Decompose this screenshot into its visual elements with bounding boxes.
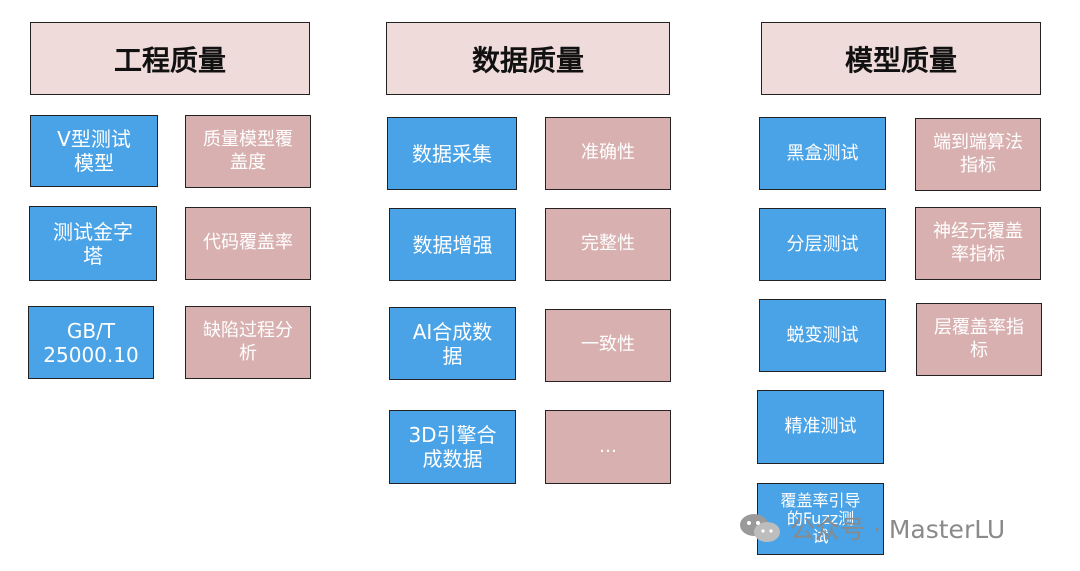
node-label: 神经元覆盖 率指标 bbox=[933, 221, 1023, 265]
node-label: AI合成数 据 bbox=[412, 319, 493, 368]
wechat-icon bbox=[740, 514, 780, 542]
node-label: 代码覆盖率 bbox=[203, 232, 293, 254]
node-label: 数据采集 bbox=[412, 141, 492, 166]
node-label: GB/T 25000.10 bbox=[43, 318, 139, 367]
node-label: 精准测试 bbox=[784, 416, 857, 438]
node-label: 覆盖率引导 的Fuzz测 试 bbox=[780, 491, 861, 546]
node-v-model: V型测试 模型 bbox=[30, 115, 158, 187]
node-consistency: 一致性 bbox=[545, 309, 671, 382]
node-accuracy: 准确性 bbox=[545, 117, 671, 190]
node-gbt-25000: GB/T 25000.10 bbox=[28, 306, 154, 379]
node-neuron-coverage-metrics: 神经元覆盖 率指标 bbox=[915, 207, 1041, 280]
node-end-to-end-metrics: 端到端算法 指标 bbox=[915, 118, 1041, 191]
node-label: 数据增强 bbox=[412, 232, 493, 257]
header-label: 模型质量 bbox=[844, 43, 957, 77]
node-layered-testing: 分层测试 bbox=[759, 208, 886, 281]
node-coverage-guided-fuzz: 覆盖率引导 的Fuzz测 试 bbox=[757, 483, 884, 555]
header-data-quality: 数据质量 bbox=[386, 22, 670, 95]
header-model-quality: 模型质量 bbox=[761, 22, 1041, 95]
header-engineering-quality: 工程质量 bbox=[30, 22, 310, 95]
node-label: 分层测试 bbox=[786, 233, 859, 255]
node-code-coverage: 代码覆盖率 bbox=[185, 207, 311, 280]
node-label: 准确性 bbox=[581, 142, 635, 164]
node-layer-coverage-metrics: 层覆盖率指 标 bbox=[916, 303, 1042, 376]
node-ai-synthetic-data: AI合成数 据 bbox=[389, 307, 516, 380]
node-label: 蜕变测试 bbox=[786, 324, 859, 346]
node-ellipsis: … bbox=[545, 410, 671, 484]
node-quality-model-coverage: 质量模型覆 盖度 bbox=[185, 115, 311, 188]
node-data-augmentation: 数据增强 bbox=[389, 208, 516, 281]
node-precision-testing: 精准测试 bbox=[757, 390, 884, 464]
node-label: 质量模型覆 盖度 bbox=[203, 129, 293, 173]
node-data-collection: 数据采集 bbox=[387, 117, 517, 190]
node-label: 端到端算法 指标 bbox=[933, 132, 1023, 176]
watermark-text: 公众号 · MasterLU bbox=[790, 515, 1006, 544]
node-label: 黑盒测试 bbox=[786, 142, 859, 164]
watermark: 公众号 · MasterLU bbox=[738, 508, 1005, 548]
node-label: 缺陷过程分 析 bbox=[203, 320, 293, 364]
node-label: V型测试 模型 bbox=[57, 127, 131, 175]
node-completeness: 完整性 bbox=[545, 208, 671, 281]
node-test-pyramid: 测试金字 塔 bbox=[29, 206, 157, 281]
node-metamorphic-testing: 蜕变测试 bbox=[759, 299, 886, 372]
node-3d-engine-synthetic-data: 3D引擎合 成数据 bbox=[389, 410, 516, 484]
node-label: 层覆盖率指 标 bbox=[934, 317, 1024, 361]
node-defect-process-analysis: 缺陷过程分 析 bbox=[185, 306, 311, 379]
header-label: 数据质量 bbox=[471, 43, 584, 77]
header-label: 工程质量 bbox=[113, 43, 226, 77]
node-label: … bbox=[599, 435, 617, 457]
node-label: 一致性 bbox=[581, 334, 635, 356]
node-label: 3D引擎合 成数据 bbox=[408, 423, 497, 471]
node-label: 完整性 bbox=[581, 233, 635, 255]
node-black-box-testing: 黑盒测试 bbox=[759, 117, 886, 190]
node-label: 测试金字 塔 bbox=[53, 219, 133, 268]
